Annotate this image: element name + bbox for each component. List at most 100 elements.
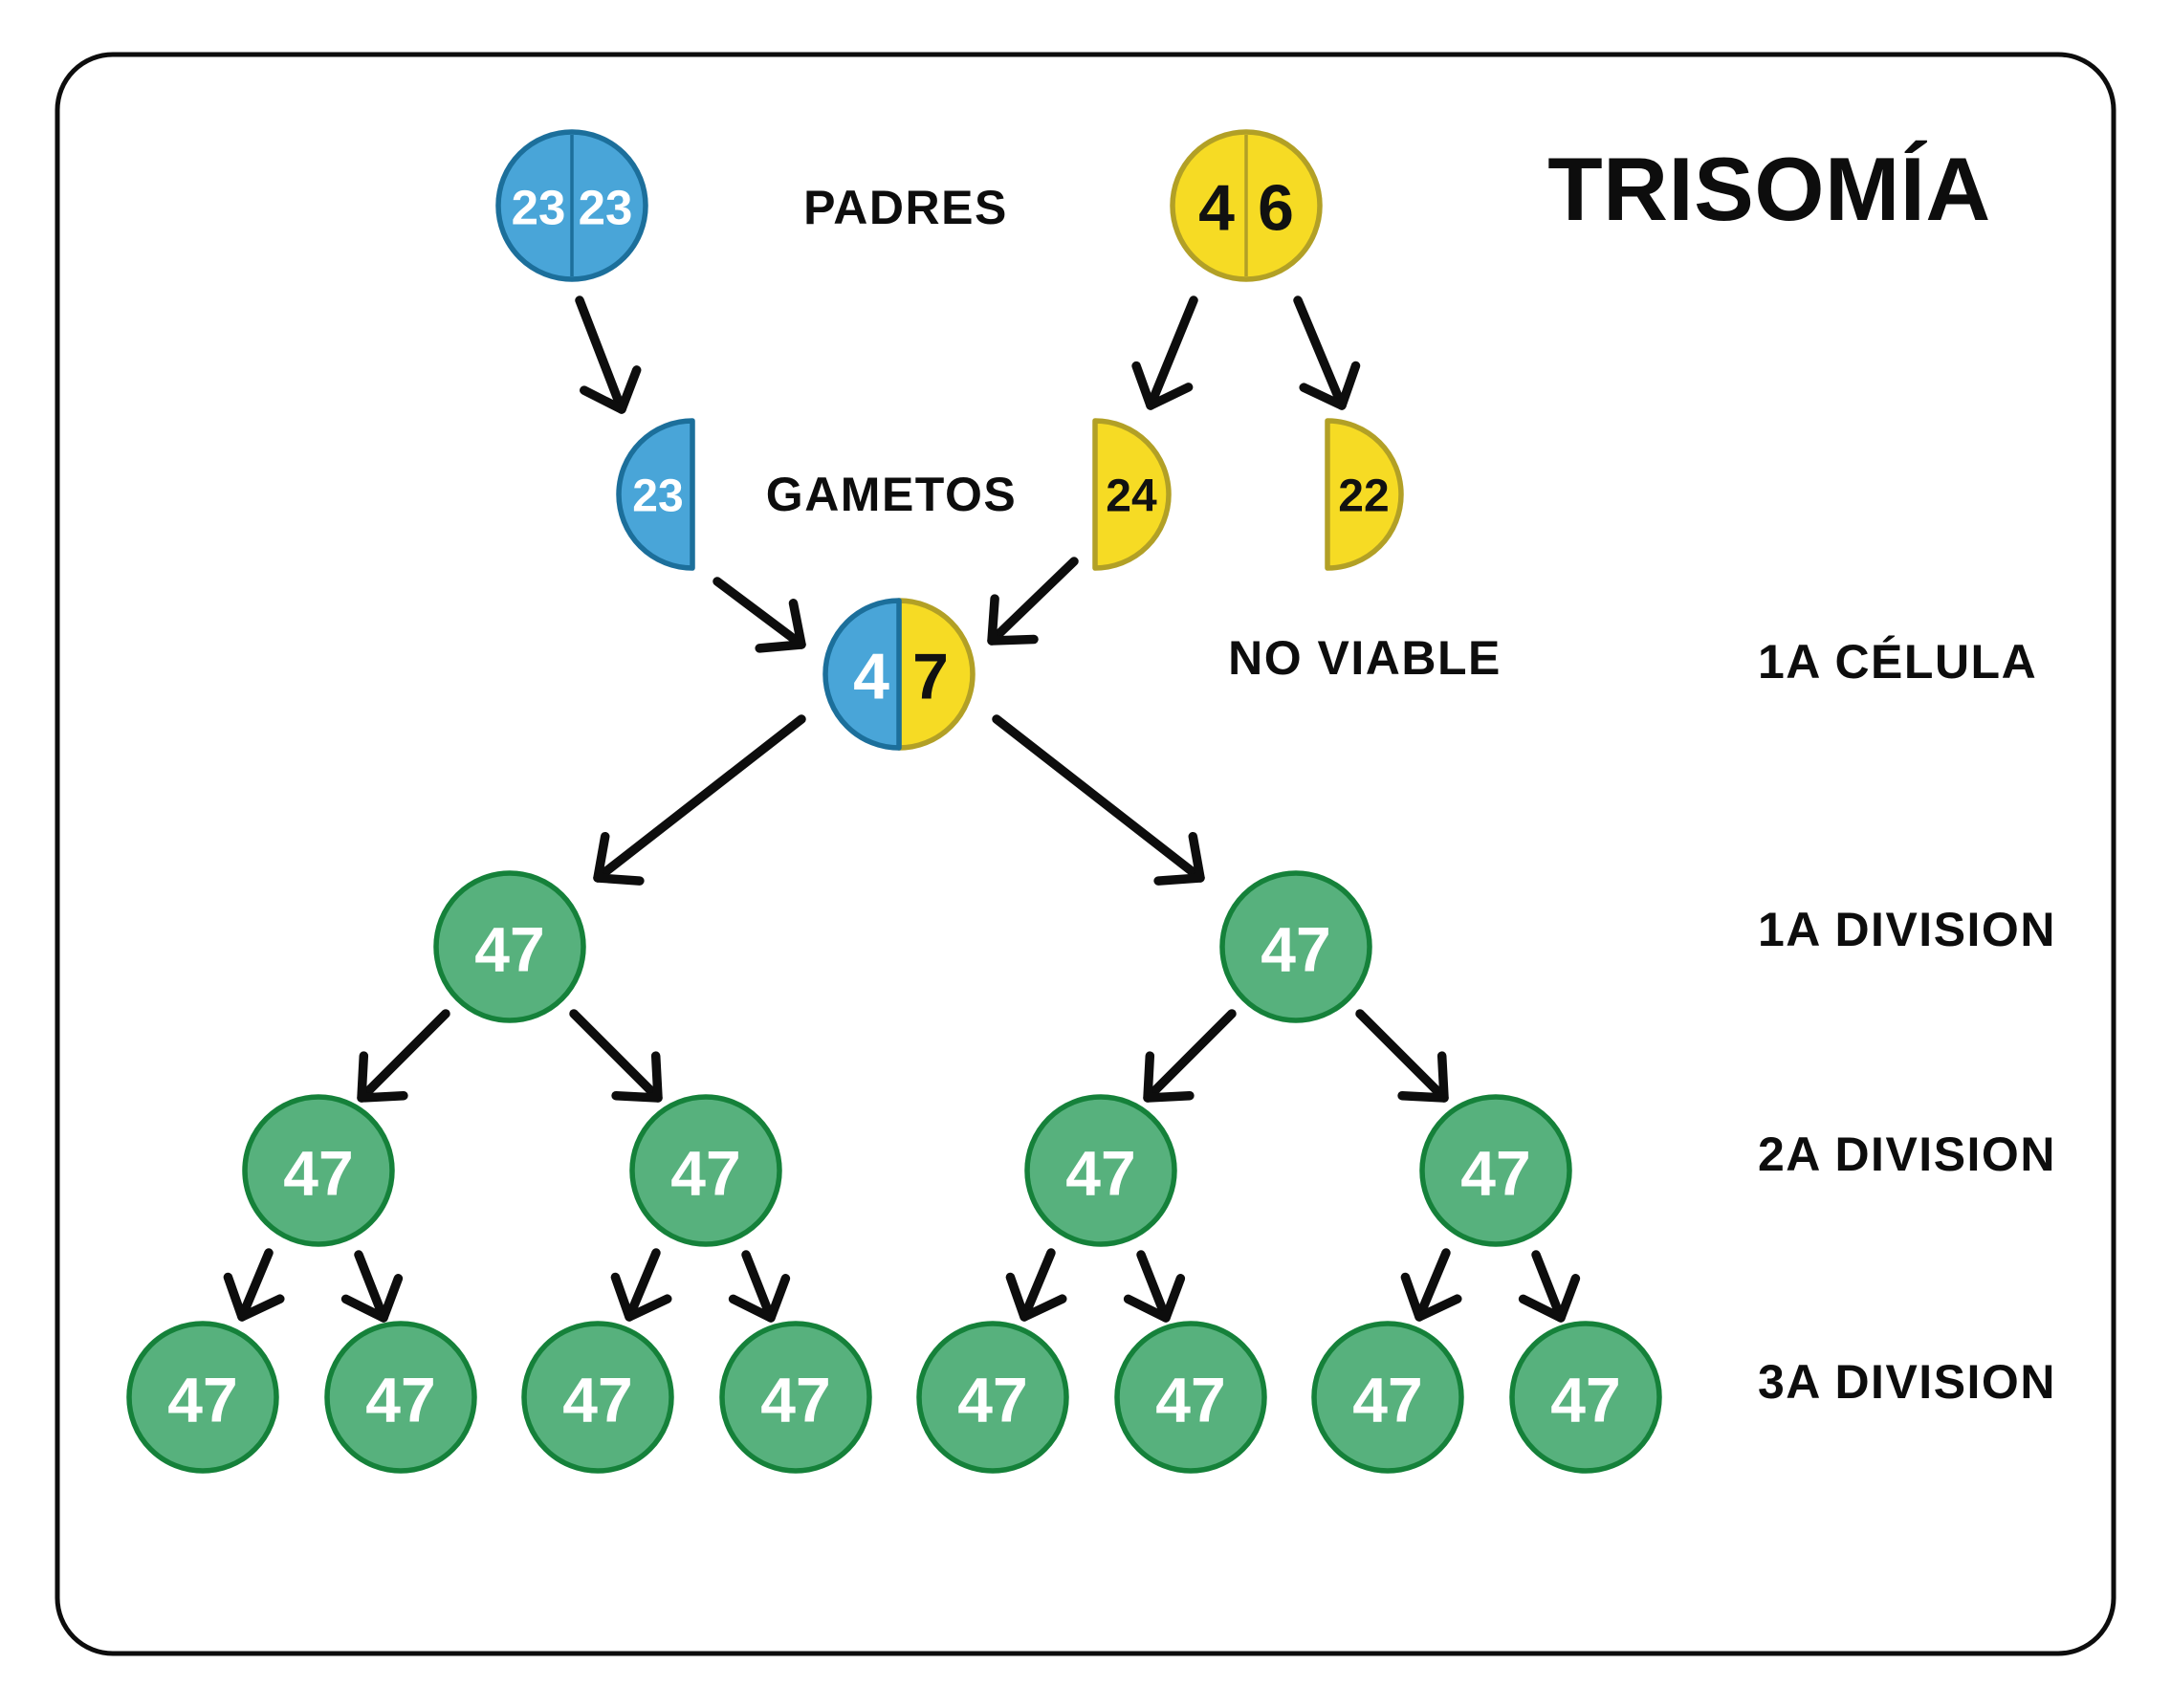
- arrow-first-cell-to-division1-1-head: [593, 831, 645, 886]
- cell-division3-cell-5: 47: [916, 1321, 1069, 1474]
- division1-cell-2-value: 47: [1261, 914, 1330, 985]
- division3-cell-6-value: 47: [1155, 1365, 1225, 1435]
- arrow-division2-1-to-division3-1: [223, 1248, 285, 1322]
- arrow-parent-yellow-to-gamete-22-shaft: [1293, 296, 1347, 410]
- arrow-division1-1-to-division2-2: [569, 1009, 663, 1103]
- gamete-yellow-22-value: 22: [1338, 471, 1389, 521]
- division3-cell-4-membrane: [719, 1321, 872, 1474]
- arrow-division1-2-to-division2-4-head: [1397, 1051, 1449, 1103]
- cell-division2-cell-2: 47: [629, 1094, 782, 1247]
- arrow-parent-yellow-to-gamete-22: [1293, 296, 1361, 410]
- first-cell-47-left-half: [822, 598, 902, 751]
- arrow-gamete-23-to-first-cell-head: [755, 599, 806, 653]
- cell-gamete-yellow-22: 22: [1325, 418, 1404, 571]
- cell-division3-cell-8: 47: [1509, 1321, 1662, 1474]
- arrow-division2-3-to-division3-6-head: [1123, 1274, 1186, 1323]
- arrow-gamete-24-to-first-cell: [987, 557, 1079, 646]
- division3-cell-1-membrane: [126, 1321, 279, 1474]
- arrow-division2-4-to-division3-7: [1400, 1248, 1462, 1322]
- arrow-division2-4-to-division3-7-head: [1400, 1272, 1462, 1322]
- arrow-division1-1-to-division2-1-shaft: [357, 1009, 450, 1103]
- arrow-division2-4-to-division3-8-head: [1518, 1274, 1581, 1323]
- arrow-division2-4-to-division3-7-shaft: [1414, 1248, 1451, 1322]
- gamete-yellow-24-value: 24: [1106, 471, 1157, 521]
- arrow-division2-3-to-division3-5-shaft: [1020, 1248, 1056, 1322]
- arrow-division1-1-to-division2-2-head: [611, 1051, 663, 1103]
- arrow-first-cell-to-division1-1-shaft: [593, 714, 806, 883]
- arrow-parent-blue-to-gamete-23: [575, 296, 642, 414]
- arrow-division2-2-to-division3-4-head: [728, 1274, 791, 1323]
- arrow-division1-1-to-division2-1-head: [357, 1051, 408, 1103]
- division2-cell-4-value: 47: [1460, 1138, 1530, 1209]
- division3-cell-1-value: 47: [167, 1365, 237, 1435]
- division2-cell-2-value: 47: [670, 1138, 740, 1209]
- parent-yellow-value-right: 6: [1258, 172, 1294, 245]
- arrow-parent-yellow-to-gamete-24-shaft: [1146, 296, 1198, 410]
- parent-blue-value-left: 23: [512, 181, 566, 235]
- division3-cell-7-value: 47: [1352, 1365, 1422, 1435]
- arrow-gamete-24-to-first-cell-head: [987, 594, 1039, 646]
- page-title: TRISOMÍA: [1547, 139, 1991, 239]
- arrow-division1-2-to-division2-3: [1143, 1009, 1237, 1103]
- division2-cell-3-membrane: [1024, 1094, 1177, 1247]
- arrow-gamete-23-to-first-cell-shaft: [713, 577, 806, 649]
- arrows-layer: [223, 296, 1581, 1323]
- arrow-division2-1-to-division3-1-head: [223, 1272, 285, 1322]
- arrow-first-cell-to-division1-2-head: [1153, 831, 1205, 886]
- label-primera-celula: 1A CÉLULA: [1758, 635, 2038, 689]
- arrow-division1-2-to-division2-3-shaft: [1143, 1009, 1237, 1103]
- division2-cell-2-membrane: [629, 1094, 782, 1247]
- division2-cell-4-membrane: [1419, 1094, 1572, 1247]
- division3-cell-5-membrane: [916, 1321, 1069, 1474]
- arrow-division2-2-to-division3-3-head: [610, 1272, 672, 1322]
- parent-yellow-value-left: 4: [1198, 172, 1235, 245]
- arrow-gamete-24-to-first-cell-shaft: [987, 557, 1079, 646]
- cell-gamete-blue-23: 23: [616, 418, 695, 571]
- parent-blue-value-right: 23: [579, 181, 633, 235]
- cell-division3-cell-4: 47: [719, 1321, 872, 1474]
- label-gametos: GAMETOS: [765, 468, 1018, 521]
- cell-division3-cell-6: 47: [1114, 1321, 1267, 1474]
- arrow-division2-2-to-division3-3-shaft: [625, 1248, 661, 1322]
- division1-cell-2-membrane: [1219, 870, 1372, 1023]
- division2-cell-1-membrane: [242, 1094, 395, 1247]
- arrow-division2-1-to-division3-2-head: [340, 1274, 404, 1323]
- label-no-viable: NO VIABLE: [1228, 631, 1502, 685]
- arrow-division1-2-to-division2-3-head: [1143, 1051, 1195, 1103]
- first-cell-47-value-left: 4: [853, 641, 889, 713]
- division2-cell-3-value: 47: [1065, 1138, 1135, 1209]
- arrow-division2-4-to-division3-8: [1518, 1250, 1581, 1323]
- arrow-division2-3-to-division3-6-shaft: [1136, 1250, 1171, 1323]
- arrow-division2-2-to-division3-4-shaft: [741, 1250, 776, 1323]
- division3-cell-7-membrane: [1311, 1321, 1464, 1474]
- first-cell-47-right-half: [896, 598, 976, 751]
- arrow-first-cell-to-division1-2: [992, 714, 1205, 886]
- label-segunda-division: 2A DIVISION: [1758, 1128, 2056, 1181]
- arrow-division2-3-to-division3-5-head: [1005, 1272, 1067, 1322]
- cell-division1-cell-1: 47: [433, 870, 586, 1023]
- arrow-division1-2-to-division2-4-shaft: [1355, 1009, 1449, 1103]
- arrow-parent-yellow-to-gamete-24: [1131, 296, 1198, 410]
- arrow-division2-1-to-division3-2-shaft: [354, 1250, 388, 1323]
- arrow-gamete-23-to-first-cell: [713, 577, 806, 653]
- arrow-division2-3-to-division3-5: [1005, 1248, 1067, 1322]
- gamete-yellow-22-membrane: [1325, 418, 1404, 571]
- arrow-division2-3-to-division3-6: [1123, 1250, 1186, 1323]
- division3-cell-5-value: 47: [957, 1365, 1027, 1435]
- arrow-parent-blue-to-gamete-23-head: [580, 365, 642, 414]
- arrow-division1-1-to-division2-2-shaft: [569, 1009, 663, 1103]
- arrow-parent-yellow-to-gamete-24-head: [1131, 361, 1194, 410]
- arrow-first-cell-to-division1-1: [593, 714, 806, 886]
- arrow-division2-4-to-division3-8-shaft: [1531, 1250, 1566, 1323]
- division1-cell-1-value: 47: [474, 914, 544, 985]
- gamete-yellow-24-membrane: [1092, 418, 1172, 571]
- arrow-division1-1-to-division2-1: [357, 1009, 450, 1103]
- label-tercera-division: 3A DIVISION: [1758, 1355, 2056, 1409]
- arrow-first-cell-to-division1-2-shaft: [992, 714, 1205, 883]
- cell-division2-cell-4: 47: [1419, 1094, 1572, 1247]
- cell-division3-cell-3: 47: [521, 1321, 674, 1474]
